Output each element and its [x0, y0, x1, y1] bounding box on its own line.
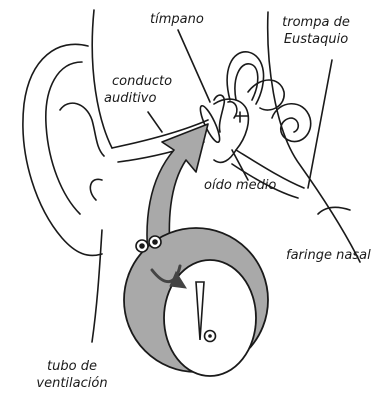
label-timpano: tímpano — [150, 11, 204, 28]
leader-trompa — [308, 60, 332, 188]
stapes — [236, 112, 248, 122]
label-faringe-nasal: faringe nasal — [286, 247, 371, 264]
neck-contour — [92, 230, 102, 342]
cochlea — [272, 104, 311, 142]
semicircular-canal-2 — [235, 64, 258, 100]
tragus — [90, 179, 102, 200]
leader-conducto — [148, 112, 162, 132]
face-contour — [268, 12, 360, 262]
pinna-inner — [46, 62, 82, 214]
tube-in-eardrum-hole — [208, 334, 212, 338]
label-oido-medio: oído medio — [204, 177, 276, 194]
pharynx — [318, 207, 350, 214]
label-conducto-auditivo: conducto auditivo — [104, 73, 172, 107]
pinna-outer — [23, 44, 102, 255]
label-trompa-de-eustaquio: trompa de Eustaquio — [272, 14, 360, 48]
pinna-fold — [60, 103, 104, 156]
label-tubo-de-ventilacion: tubo de ventilación — [30, 358, 114, 392]
leader-timpano — [178, 30, 210, 102]
